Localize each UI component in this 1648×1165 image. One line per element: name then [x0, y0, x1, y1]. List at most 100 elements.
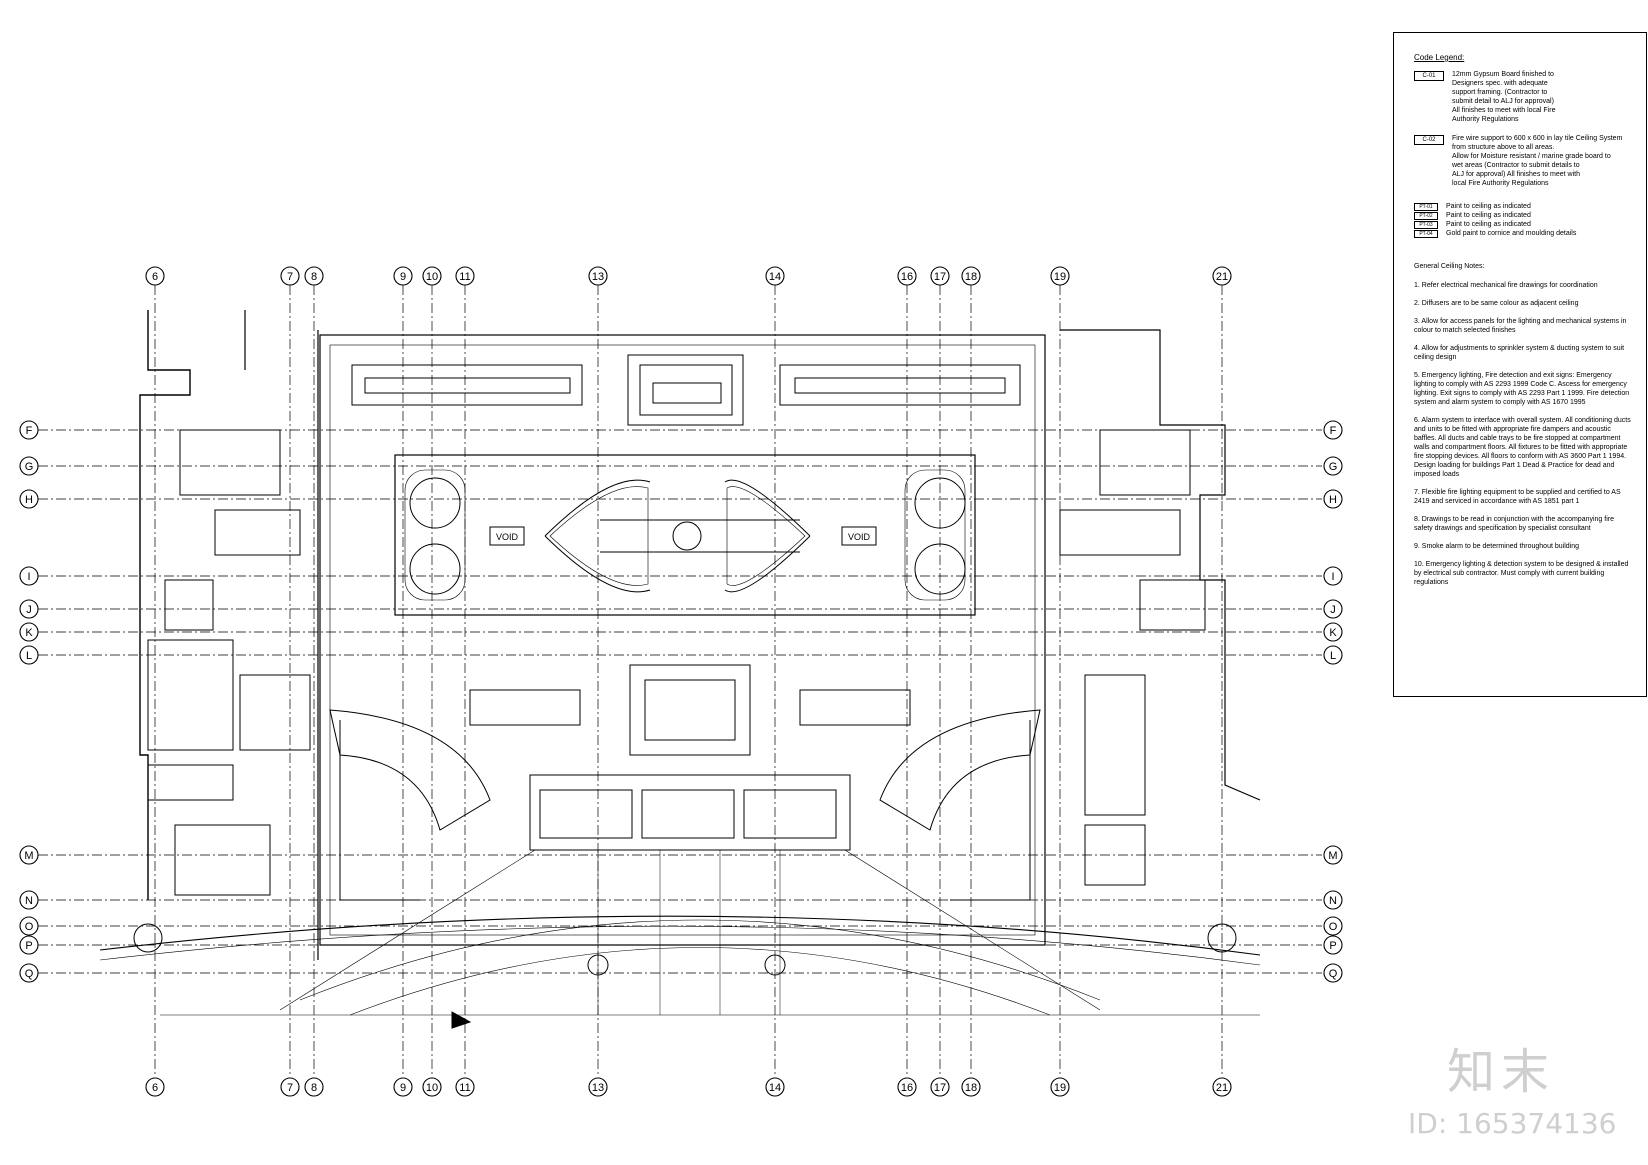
grid-bubble-top: 6	[145, 266, 165, 286]
paint-tag: PT-01	[1414, 203, 1438, 211]
grid-bubble-text: H	[1329, 494, 1337, 506]
grid-bubble	[1323, 935, 1343, 955]
grid-bubble-bottom: 7	[280, 1077, 300, 1097]
notes-title: General Ceiling Notes:	[1414, 263, 1485, 270]
grid-bubble-right: P	[1323, 935, 1343, 955]
grid-bubble	[19, 845, 39, 865]
code-tag: C-01	[1414, 71, 1444, 81]
paint-description: Paint to ceiling as indicated	[1446, 221, 1531, 228]
grid-bubble-text: M	[1328, 850, 1337, 862]
code-description: 12mm Gypsum Board finished to Designers …	[1452, 71, 1556, 123]
grid-bubble-top: 13	[588, 266, 608, 286]
grid-bubble-text: G	[25, 461, 34, 473]
grid-bubble	[588, 1077, 608, 1097]
grid-bubble-text: 18	[965, 271, 977, 283]
grid-bubble	[588, 266, 608, 286]
void-label-right: VOID	[848, 532, 871, 542]
void-label-left: VOID	[496, 532, 519, 542]
paint-row: PT-02 Paint to ceiling as indicated	[1414, 211, 1634, 220]
ceiling-note: 7. Flexible fire lighting equipment to b…	[1414, 489, 1621, 505]
paint-tag: PT-04	[1414, 230, 1438, 238]
grid-bubble	[1050, 266, 1070, 286]
grid-bubble-text: 11	[459, 1082, 470, 1094]
ceiling-note: 2. Diffusers are to be same colour as ad…	[1414, 300, 1579, 307]
paint-tag: PT-02	[1414, 212, 1438, 220]
grid-bubble-left: G	[19, 456, 39, 476]
grid-bubble	[1323, 916, 1343, 936]
grid-bubble-bottom: 18	[961, 1077, 981, 1097]
grid-bubble-top: 14	[765, 266, 785, 286]
grid-bubble-text: P	[25, 940, 32, 952]
grid-bubble-top: 8	[304, 266, 324, 286]
paint-tag: PT-03	[1414, 221, 1438, 229]
grid-bubble	[1212, 1077, 1232, 1097]
grid-bubble-top: 7	[280, 266, 300, 286]
grid-bubble	[304, 1077, 324, 1097]
grid-bubble	[1323, 963, 1343, 983]
grid-bubble-right: K	[1323, 622, 1343, 642]
grid-bubble-bottom: 14	[765, 1077, 785, 1097]
grid-bubble-bottom: 19	[1050, 1077, 1070, 1097]
grid-bubble	[897, 266, 917, 286]
grid-bubble-text: 7	[287, 271, 293, 283]
grid-bubble-text: 14	[769, 271, 781, 283]
grid-bubble-left: O	[19, 916, 39, 936]
grid-bubble-bottom: 10	[422, 1077, 442, 1097]
grid-bubble-bottom: 6	[145, 1077, 165, 1097]
grid-bubble-text: J	[1330, 604, 1336, 616]
grid-bubble	[1323, 456, 1343, 476]
grid-bubble-left: N	[19, 890, 39, 910]
paint-row: PT-03 Paint to ceiling as indicated	[1414, 220, 1634, 229]
grid-bubble-text: G	[1329, 461, 1338, 473]
grid-bubble-text: 9	[400, 1082, 406, 1094]
watermark-logo: 知末	[1447, 1044, 1556, 1100]
grid-bubble-text: 19	[1054, 1082, 1066, 1094]
grid-bubble-text: 10	[426, 1082, 438, 1094]
grid-bubble	[280, 266, 300, 286]
grid-bubble-right: I	[1323, 566, 1343, 586]
grid-bubble	[455, 1077, 475, 1097]
grid-bubble	[765, 266, 785, 286]
paint-description: Paint to ceiling as indicated	[1446, 212, 1531, 219]
ceiling-note: 8. Drawings to be read in conjunction wi…	[1414, 516, 1614, 532]
grid-bubble	[19, 489, 39, 509]
grid-bubble	[304, 266, 324, 286]
grid-bubble	[19, 935, 39, 955]
paint-description: Paint to ceiling as indicated	[1446, 203, 1531, 210]
grid-bubble-left: K	[19, 622, 39, 642]
grid-bubble-right: O	[1323, 916, 1343, 936]
grid-bubble	[19, 420, 39, 440]
ceiling-note: 6. Alarm system to interface with overal…	[1414, 417, 1631, 478]
grid-bubble	[19, 622, 39, 642]
grid-bubble-text: F	[1330, 425, 1337, 437]
grid-bubble-text: 17	[934, 271, 946, 283]
grid-bubble	[930, 266, 950, 286]
grid-bubble	[1323, 622, 1343, 642]
grid-bubble	[19, 566, 39, 586]
grid-bubble-right: M	[1323, 845, 1343, 865]
grid-bubble-bottom: 8	[304, 1077, 324, 1097]
grid-bubble-text: J	[26, 604, 32, 616]
grid-bubble	[19, 916, 39, 936]
grid-bubble-text: I	[1331, 571, 1334, 583]
grid-bubble-text: 21	[1216, 1082, 1228, 1094]
grid-bubble-left: F	[19, 420, 39, 440]
grid-bubble-bottom: 13	[588, 1077, 608, 1097]
grid-bubble-text: 6	[152, 1082, 158, 1094]
grid-bubble	[19, 645, 39, 665]
grid-bubble	[1323, 420, 1343, 440]
grid-bubble-text: K	[25, 627, 33, 639]
grid-bubble	[1323, 566, 1343, 586]
legend-code-c02: C-02 Fire wire support to 600 x 600 in l…	[1414, 134, 1634, 188]
grid-bubble-left: Q	[19, 963, 39, 983]
grid-bubble-left: L	[19, 645, 39, 665]
grid-bubble-text: 17	[934, 1082, 946, 1094]
grid-bubble-left: I	[19, 566, 39, 586]
grid-bubble-text: L	[26, 650, 32, 662]
grid-bubble-right: J	[1323, 599, 1343, 619]
grid-bubble	[765, 1077, 785, 1097]
grid-bubble-text: L	[1330, 650, 1336, 662]
grid-bubble-text: 10	[426, 271, 438, 283]
grid-bubble-text: Q	[1329, 968, 1338, 980]
grid-bubble-text: N	[25, 895, 33, 907]
